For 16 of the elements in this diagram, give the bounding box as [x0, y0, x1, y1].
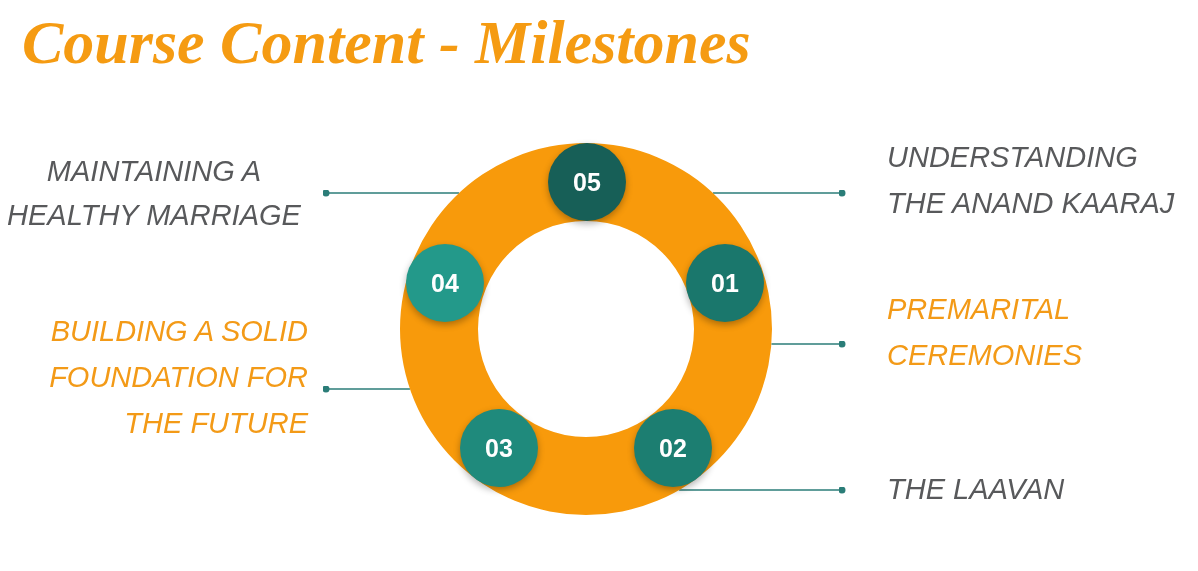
step-number: 01	[711, 269, 739, 297]
leader-line	[322, 189, 460, 197]
milestone-label: BUILDING A SOLID FOUNDATION FOR THE FUTURE	[48, 314, 308, 441]
page-title: Course Content - Milestones	[22, 7, 751, 78]
milestone-label: MAINTAINING A HEALTHY MARRIAGE	[6, 154, 302, 233]
milestone-label: PREMARITAL CEREMONIES	[887, 292, 1083, 373]
step-number: 02	[659, 434, 687, 462]
milestone-label: THE LAAVAN	[887, 472, 1065, 507]
step-number: 05	[573, 168, 601, 196]
leader-line	[770, 340, 846, 348]
milestone-label: UNDERSTANDING THE ANAND KAARAJ	[887, 140, 1176, 221]
leader-line	[712, 189, 846, 197]
step-number: 03	[485, 434, 513, 462]
leader-line	[678, 486, 846, 494]
leader-line	[322, 385, 411, 393]
step-number: 04	[431, 269, 459, 297]
